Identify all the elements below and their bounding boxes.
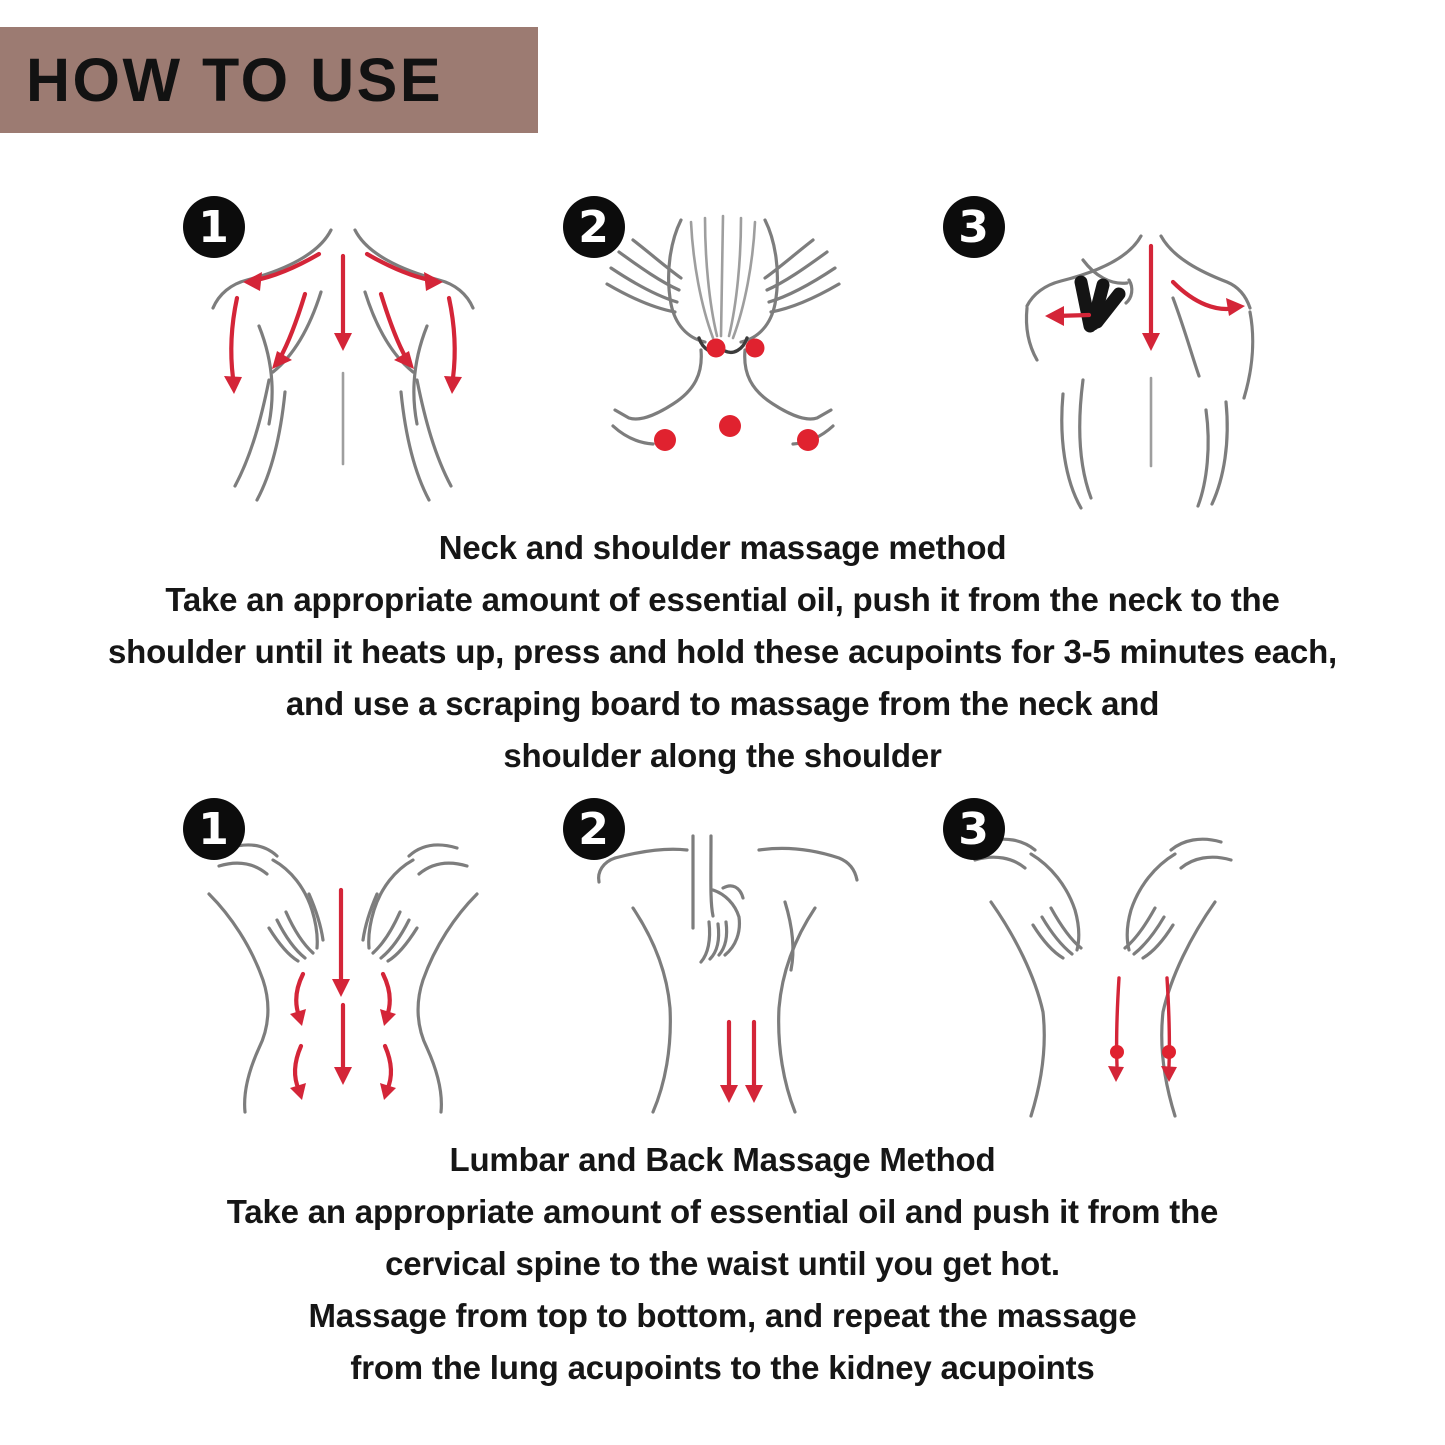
step-2-badge: 2 — [562, 798, 625, 860]
figure-row-neck-shoulder: 1 — [0, 188, 1445, 518]
figure-step-2-one-hand: 2 — [547, 790, 899, 1120]
section-1-body-line: shoulder until it heats up, press and ho… — [107, 633, 1338, 670]
header-bar: HOW TO USE — [0, 27, 538, 133]
figure-step-3-scraping-board: 3 — [927, 188, 1279, 518]
section-2-body-line: Massage from top to bottom, and repeat t… — [308, 1297, 1137, 1334]
section-1-body-line: Take an appropriate amount of essential … — [165, 581, 1280, 618]
section-1-title: Neck and shoulder massage method — [438, 529, 1007, 566]
page-title: HOW TO USE — [26, 46, 444, 114]
section-2-body-line: from the lung acupoints to the kidney ac… — [350, 1349, 1095, 1386]
step-3-badge: 3 — [942, 798, 1005, 860]
section-neck-shoulder-text: Neck and shoulder massage method Take an… — [0, 522, 1445, 782]
section-2-title: Lumbar and Back Massage Method — [449, 1141, 996, 1178]
section-2-body-line: Take an appropriate amount of essential … — [226, 1193, 1219, 1230]
step-3-badge: 3 — [942, 196, 1005, 258]
figure-step-1-lumbar-hands: 1 — [167, 790, 519, 1120]
two-hands-lower-back-illustration — [206, 843, 479, 1114]
figure-row-lumbar-back: 1 — [0, 790, 1445, 1120]
step-1-badge: 1 — [182, 798, 245, 860]
one-hand-back-press-illustration — [596, 834, 859, 1114]
step-1-badge: 1 — [182, 196, 245, 258]
section-1-body-line: shoulder along the shoulder — [503, 737, 942, 774]
scraping-board-shoulder-illustration — [1024, 234, 1254, 510]
figure-step-2-head-acupoints: 2 — [547, 188, 899, 518]
section-1-body-line: and use a scraping board to massage from… — [285, 685, 1160, 722]
section-2-body-line: cervical spine to the waist until you ge… — [385, 1245, 1060, 1282]
head-neck-acupoints-illustration — [604, 214, 841, 451]
two-hands-acupoint-arrows-illustration — [972, 837, 1233, 1118]
back-with-direction-arrows-illustration — [210, 228, 475, 502]
figure-step-1-back-arrows: 1 — [167, 188, 519, 518]
section-lumbar-back-text: Lumbar and Back Massage Method Take an a… — [0, 1134, 1445, 1394]
step-2-badge: 2 — [562, 196, 625, 258]
figure-step-3-acupoint-arrows: 3 — [927, 790, 1279, 1120]
